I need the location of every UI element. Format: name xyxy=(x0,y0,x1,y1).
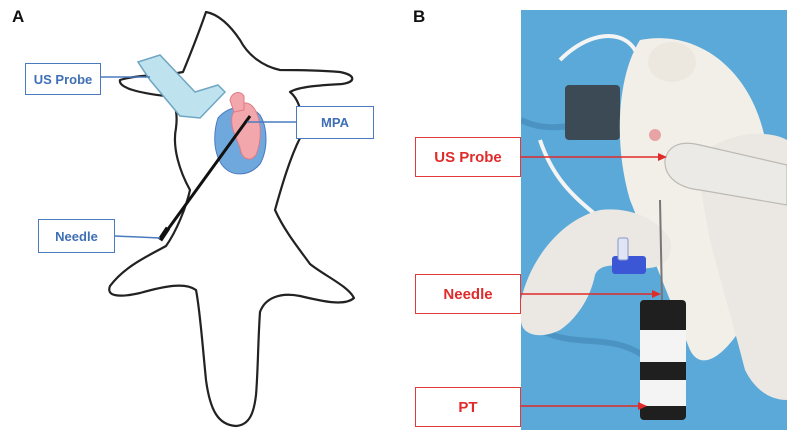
transducer-band xyxy=(640,380,686,406)
us-probe-label-a: US Probe xyxy=(25,63,101,95)
stopcock-port xyxy=(618,238,628,260)
device-box xyxy=(565,85,620,140)
us-probe-label-b: US Probe xyxy=(415,137,521,177)
stopcock xyxy=(612,256,646,274)
transducer-band xyxy=(640,330,686,362)
rat-paw xyxy=(649,129,661,141)
needle-label-b: Needle xyxy=(415,274,521,314)
needle-label-a: Needle xyxy=(38,219,115,253)
rat-head xyxy=(648,42,696,82)
mpa-label: MPA xyxy=(296,106,374,139)
pt-label: PT xyxy=(415,387,521,427)
